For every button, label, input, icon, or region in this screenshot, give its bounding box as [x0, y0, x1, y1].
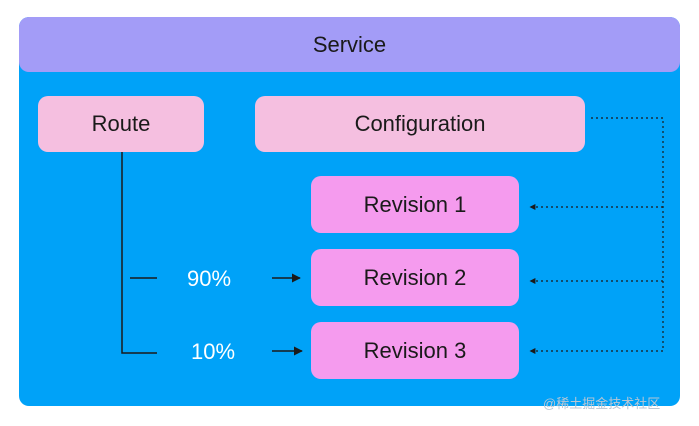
- revision-3-box: Revision 3: [311, 322, 519, 379]
- traffic-percent-revision-2: 90%: [187, 266, 232, 291]
- revision-1-box: Revision 1: [311, 176, 519, 233]
- traffic-percent-revision-3: 10%: [191, 339, 236, 364]
- route-box: Route: [38, 96, 204, 152]
- service-label: Service: [19, 17, 680, 72]
- route-traffic-line: [121, 152, 157, 354]
- configuration-box: Configuration: [255, 96, 585, 152]
- configuration-dotted-line: [591, 117, 664, 351]
- revision-2-box: Revision 2: [311, 249, 519, 306]
- watermark: @稀土掘金技术社区: [543, 396, 661, 411]
